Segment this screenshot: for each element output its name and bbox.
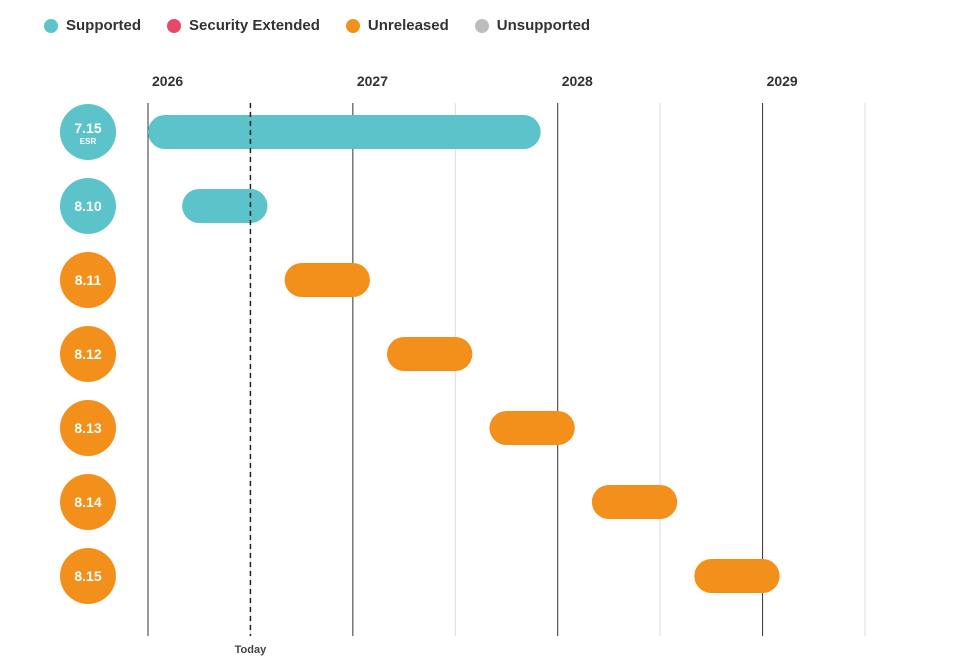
- year-tick-label: 2027: [357, 73, 388, 89]
- version-label: 8.14: [74, 494, 101, 510]
- version-badge: [60, 178, 116, 234]
- release-bar: [148, 115, 541, 149]
- version-badge: [60, 104, 116, 160]
- legend-label-security-extended: Security Extended: [189, 17, 320, 34]
- version-label: 7.15: [74, 120, 101, 136]
- version-label: 8.13: [74, 420, 101, 436]
- legend-label-supported: Supported: [66, 17, 141, 34]
- unsupported-dot-icon: [474, 18, 489, 33]
- version-badge: [60, 474, 116, 530]
- legend-item-unreleased[interactable]: Unreleased: [345, 17, 449, 34]
- release-bar: [387, 337, 473, 371]
- version-sublabel: ESR: [80, 137, 97, 146]
- grid-lines: [147, 103, 866, 636]
- year-tick-labels: 2026 2027 2028 2029: [152, 73, 798, 89]
- legend-label-unsupported: Unsupported: [496, 17, 591, 34]
- release-bar: [591, 485, 678, 519]
- year-tick-label: 2028: [562, 73, 593, 89]
- legend-item-supported[interactable]: Supported: [44, 17, 141, 34]
- version-badge: [60, 400, 116, 456]
- release-bar: [694, 559, 780, 593]
- version-label: 8.10: [74, 198, 101, 214]
- release-bar: [489, 411, 575, 445]
- release-bars: [148, 115, 780, 593]
- year-tick-label: 2029: [767, 73, 798, 89]
- release-bar: [284, 263, 370, 297]
- today-label: Today: [235, 644, 267, 656]
- version-badge: [60, 548, 116, 604]
- version-label: 8.11: [75, 272, 102, 288]
- version-badge: [60, 326, 116, 382]
- unreleased-dot-icon: [345, 18, 360, 33]
- year-tick-label: 2026: [152, 73, 183, 89]
- legend: Supported Security Extended Unreleased U…: [44, 17, 590, 34]
- legend-item-unsupported[interactable]: Unsupported: [474, 17, 591, 34]
- legend-item-security-extended[interactable]: Security Extended: [167, 17, 320, 34]
- version-label: 8.15: [74, 568, 101, 584]
- version-label: 8.12: [74, 346, 101, 362]
- version-badge: [60, 252, 116, 308]
- release-bar: [182, 189, 268, 223]
- supported-dot-icon: [44, 18, 58, 33]
- legend-label-unreleased: Unreleased: [367, 17, 449, 34]
- today-marker: Today: [235, 103, 267, 656]
- security-extended-dot-icon: [167, 18, 181, 33]
